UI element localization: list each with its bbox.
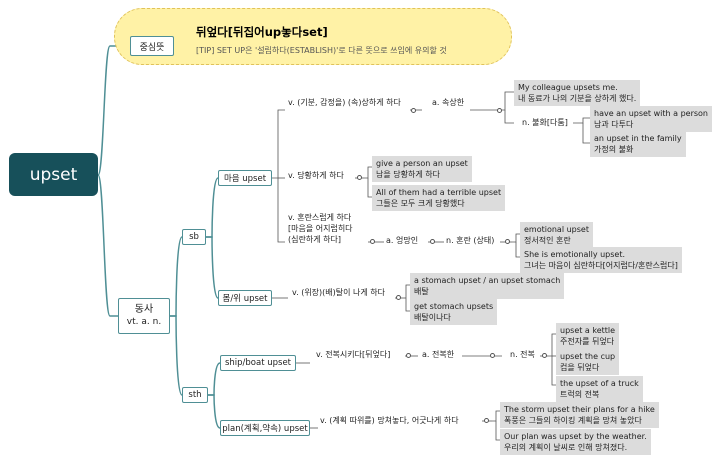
collapse-dot[interactable]: [484, 418, 489, 423]
sense3-line: [마음을 어지럽히다: [288, 224, 353, 233]
example-box: upset a kettle 주전자를 뒤엎다: [556, 323, 620, 349]
collapse-dot[interactable]: [542, 353, 547, 358]
example-en: get stomach upsets: [414, 302, 494, 311]
example-ko: 트럭의 전복: [560, 390, 600, 399]
example-en: emotional upset: [524, 225, 589, 234]
example-box: Our plan was upset by the weather. 우리의 계…: [500, 429, 651, 455]
sth-node[interactable]: sth: [182, 387, 208, 403]
collapse-dot[interactable]: [505, 239, 510, 244]
stomach-upset-node[interactable]: 몸/위 upset: [218, 290, 272, 306]
example-ko: 정서적인 혼란: [524, 236, 571, 245]
mind-sense1: v. (기분, 감정을) (속)상하게 하다: [288, 98, 401, 107]
example-ko: 폭풍은 그들의 하이킹 계획을 망쳐 놓았다: [504, 416, 642, 425]
example-box: emotional upset 정서적인 혼란: [520, 222, 593, 248]
pos-node[interactable]: 동사 vt. a. n.: [118, 298, 170, 334]
core-label[interactable]: 중심뜻: [130, 36, 174, 56]
ship-adj: a. 전복한: [422, 350, 455, 359]
example-ko: 배탈: [414, 287, 429, 296]
example-en: She is emotionally upset.: [524, 250, 626, 259]
example-ko: 주전자를 뒤엎다: [560, 337, 615, 346]
ship-upset-node[interactable]: ship/boat upset: [220, 355, 296, 371]
example-ko: 배탈이나다: [414, 313, 451, 322]
example-box: She is emotionally upset. 그녀는 마음이 심란하다[어…: [520, 247, 682, 273]
example-box: All of them had a terrible upset 그들은 모두 …: [372, 185, 506, 211]
mind-adj3: a. 엉망인: [386, 236, 419, 245]
collapse-dot[interactable]: [430, 239, 435, 244]
example-en: upset the cup: [560, 352, 616, 361]
example-en: My colleague upsets me.: [518, 83, 618, 92]
example-en: Our plan was upset by the weather.: [504, 432, 647, 441]
example-ko: 남과 다투다: [594, 120, 634, 129]
mind-noun1: n. 불화[다툼]: [522, 118, 568, 127]
example-en: give a person an upset: [376, 159, 468, 168]
collapse-dot[interactable]: [411, 108, 416, 113]
example-en: an upset in the family: [594, 134, 682, 143]
collapse-dot[interactable]: [497, 108, 502, 113]
stomach-sense: v. (위장)(배)탈이 나게 하다: [292, 288, 386, 297]
example-en: All of them had a terrible upset: [376, 188, 502, 197]
root-node[interactable]: upset: [9, 153, 98, 196]
example-box: upset the cup 컵을 뒤엎다: [556, 349, 620, 375]
example-box: have an upset with a person 남과 다투다: [590, 106, 712, 132]
example-en: a stomach upset / an upset stomach: [414, 276, 561, 285]
example-en: the upset of a truck: [560, 379, 639, 388]
collapse-dot[interactable]: [396, 295, 401, 300]
plan-sense: v. (계획 따위를) 망쳐놓다, 어긋나게 하다: [320, 416, 459, 425]
sb-node[interactable]: sb: [182, 229, 206, 245]
example-box: get stomach upsets 배탈이나다: [410, 299, 498, 325]
plan-upset-node[interactable]: plan(계획,약속) upset: [220, 420, 310, 436]
example-ko: 그녀는 마음이 심란하다[어지럽다/혼란스럽다]: [524, 261, 678, 270]
example-box: My colleague upsets me. 내 동료가 나의 기분을 상하게…: [514, 80, 641, 106]
collapse-dot[interactable]: [490, 353, 495, 358]
mind-sense2: v. 당황하게 하다: [288, 171, 344, 180]
sense3-line: v. 혼란스럽게 하다: [288, 213, 352, 222]
example-ko: 그들은 모두 크게 당황했다: [376, 199, 465, 208]
example-en: upset a kettle: [560, 326, 616, 335]
example-ko: 우리의 계획이 날씨로 인해 망쳐졌다.: [504, 443, 628, 452]
mind-noun3: n. 혼란 (상태): [446, 236, 495, 245]
pos-label: 동사: [134, 304, 154, 315]
mind-sense3: v. 혼란스럽게 하다 [마음을 어지럽히다 (심란하게 하다]: [288, 212, 353, 245]
example-box: give a person an upset 남을 당황하게 하다: [372, 156, 472, 182]
example-box: a stomach upset / an upset stomach 배탈: [410, 273, 565, 299]
example-ko: 컵을 뒤엎다: [560, 363, 600, 372]
pos-sub: vt. a. n.: [126, 317, 162, 327]
example-ko: 남을 당황하게 하다: [376, 170, 440, 179]
core-meaning-cloud: [114, 8, 512, 65]
mind-upset-node[interactable]: 마음 upset: [218, 170, 272, 186]
core-tip: [TIP] SET UP은 '설립하다(ESTABLISH)'로 다른 뜻으로 …: [196, 46, 447, 55]
example-box: the upset of a truck 트럭의 전복: [556, 376, 643, 402]
ship-noun: n. 전복: [510, 350, 535, 359]
ship-sense: v. 전복시키다[뒤엎다]: [316, 350, 391, 359]
example-en: The storm upset their plans for a hike: [504, 405, 655, 414]
example-ko: 내 동료가 나의 기분을 상하게 했다.: [518, 94, 637, 103]
collapse-dot[interactable]: [370, 239, 375, 244]
example-box: The storm upset their plans for a hike 폭…: [500, 402, 659, 428]
mind-adj1: a. 속상한: [432, 98, 465, 107]
sense3-line: (심란하게 하다]: [288, 235, 341, 244]
example-ko: 가정의 불화: [594, 145, 634, 154]
example-en: have an upset with a person: [594, 109, 708, 118]
collapse-dot[interactable]: [357, 175, 362, 180]
core-title: 뒤엎다[뒤집어up놓다set]: [196, 25, 328, 39]
example-box: an upset in the family 가정의 불화: [590, 131, 686, 157]
collapse-dot[interactable]: [406, 353, 411, 358]
